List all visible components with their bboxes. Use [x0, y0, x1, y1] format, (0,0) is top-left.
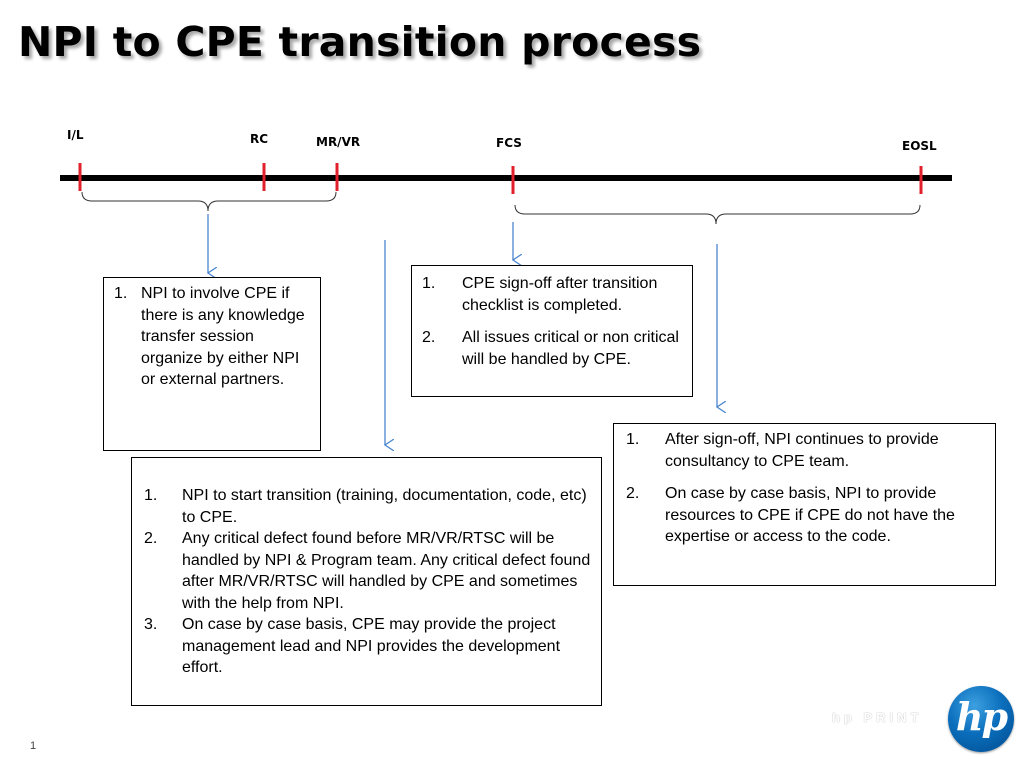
box3-item: 1. After sign-off, NPI continues to prov… [626, 429, 987, 472]
box3-item-number: 2. [626, 485, 640, 502]
box4-item-text: On case by case basis, CPE may provide t… [182, 616, 561, 676]
box-cpe-signoff: 1. CPE sign-off after transition checkli… [411, 265, 693, 397]
milestone-eosl-label: EOSL [902, 139, 937, 153]
box3-item-text: On case by case basis, NPI to provide re… [665, 485, 955, 545]
box1-list: 1. NPI to involve CPE if there is any kn… [114, 283, 312, 391]
box-npi-consultancy: 1. After sign-off, NPI continues to prov… [613, 423, 996, 586]
milestone-fcs-label: FCS [496, 136, 522, 150]
box4-item-number: 1. [144, 487, 158, 504]
box1-item: 1. NPI to involve CPE if there is any kn… [114, 283, 312, 391]
box4-item-number: 2. [144, 530, 158, 547]
box4-item: 3. On case by case basis, CPE may provid… [144, 614, 591, 679]
box2-item: 2. All issues critical or non critical w… [422, 327, 684, 370]
box4-item-number: 3. [144, 616, 158, 633]
brace-fcs-to-eosl [514, 204, 921, 225]
box3-item: 2. On case by case basis, NPI to provide… [626, 483, 987, 548]
hp-logo-text: hp [955, 694, 1008, 739]
box2-item: 1. CPE sign-off after transition checkli… [422, 273, 684, 316]
box1-item-text: NPI to involve CPE if there is any knowl… [141, 285, 305, 388]
brace-il-to-mrvr [81, 191, 337, 212]
box4-item: 2. Any critical defect found before MR/V… [144, 528, 591, 614]
box1-item-number: 1. [114, 285, 128, 302]
page-number: 1 [30, 740, 37, 752]
box2-list: 1. CPE sign-off after transition checkli… [422, 273, 684, 370]
box2-item-text: CPE sign-off after transition checklist … [462, 275, 658, 314]
box3-list: 1. After sign-off, NPI continues to prov… [626, 429, 987, 548]
milestone-mrvr-label: MR/VR [316, 135, 361, 149]
box-knowledge-transfer: 1. NPI to involve CPE if there is any kn… [103, 277, 321, 451]
box-npi-start-transition: 1. NPI to start transition (training, do… [131, 457, 602, 706]
box2-item-number: 2. [422, 329, 436, 346]
box4-list: 1. NPI to start transition (training, do… [144, 485, 591, 679]
box4-item-text: Any critical defect found before MR/VR/R… [182, 530, 591, 612]
box3-item-text: After sign-off, NPI continues to provide… [665, 431, 939, 470]
box4-item: 1. NPI to start transition (training, do… [144, 485, 591, 528]
box2-item-number: 1. [422, 275, 436, 292]
slide-title: NPI to CPE transition process [18, 18, 702, 66]
hp-logo-icon: hp [948, 686, 1014, 752]
box2-item-text: All issues critical or non critical will… [462, 329, 679, 368]
hp-print-brand-text: hp PRINT [832, 710, 923, 725]
box4-item-text: NPI to start transition (training, docum… [182, 487, 587, 526]
box3-item-number: 1. [626, 431, 640, 448]
milestone-il-label: I/L [67, 128, 84, 142]
milestone-rc-label: RC [250, 132, 269, 146]
